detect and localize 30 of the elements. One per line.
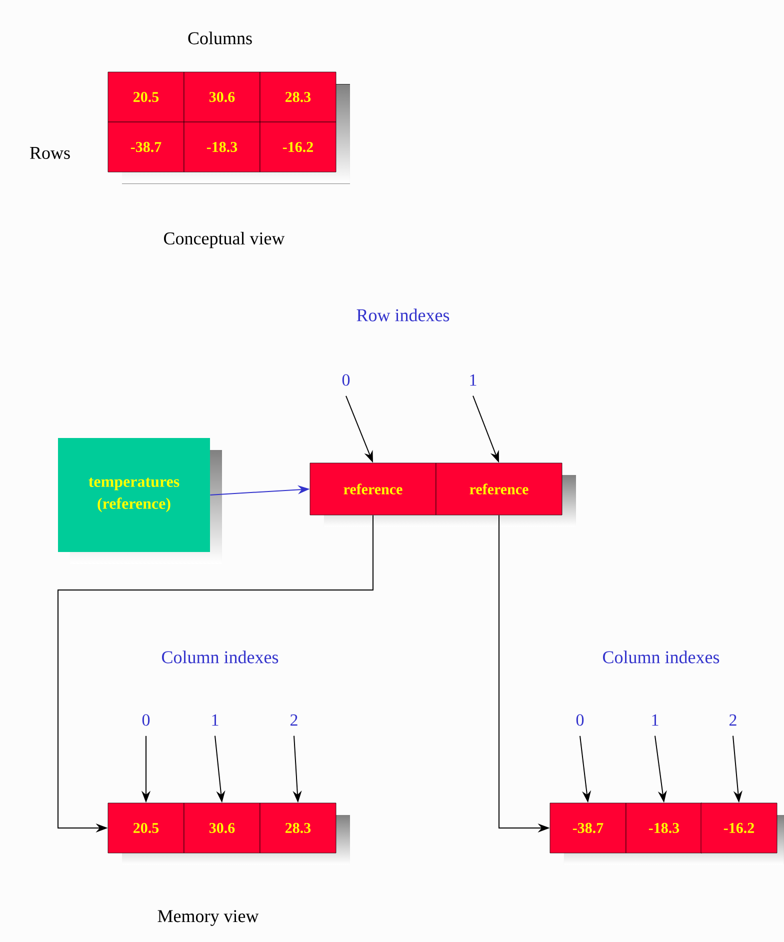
table-cell: 20.5 <box>108 72 184 122</box>
table-cell: -38.7 <box>108 122 184 172</box>
text-label: Conceptual view <box>164 232 285 248</box>
table-cell: 20.5 <box>108 802 184 854</box>
text-label: Column indexes <box>603 650 720 664</box>
text-label: Rows <box>30 147 70 159</box>
table-cell: 30.6 <box>184 72 260 122</box>
table-cell: -18.3 <box>626 802 702 854</box>
table-cell: -38.7 <box>550 802 626 854</box>
variable-box: temperatures (reference) <box>58 438 210 552</box>
index-number: 1 <box>652 714 658 726</box>
index-number: 0 <box>576 714 584 726</box>
table-cell: 28.3 <box>260 72 336 122</box>
index-number: 1 <box>470 374 476 386</box>
table-cell: -16.2 <box>260 122 336 172</box>
table-cell: -18.3 <box>184 122 260 172</box>
text-label: Column indexes <box>162 650 278 664</box>
text-label: Memory view <box>158 910 259 926</box>
text-label: Row indexes <box>356 308 450 322</box>
table-cell: reference <box>310 462 436 516</box>
index-number: 2 <box>730 714 736 726</box>
table-cell: -16.2 <box>700 802 778 854</box>
table-cell: 28.3 <box>260 802 336 854</box>
table-cell: reference <box>436 462 562 516</box>
index-number: 2 <box>290 714 298 726</box>
index-number: 0 <box>142 714 150 726</box>
table-cell: 30.6 <box>184 802 260 854</box>
text-label: Columns <box>188 32 252 44</box>
index-number: 1 <box>212 714 218 726</box>
index-number: 0 <box>342 374 350 386</box>
